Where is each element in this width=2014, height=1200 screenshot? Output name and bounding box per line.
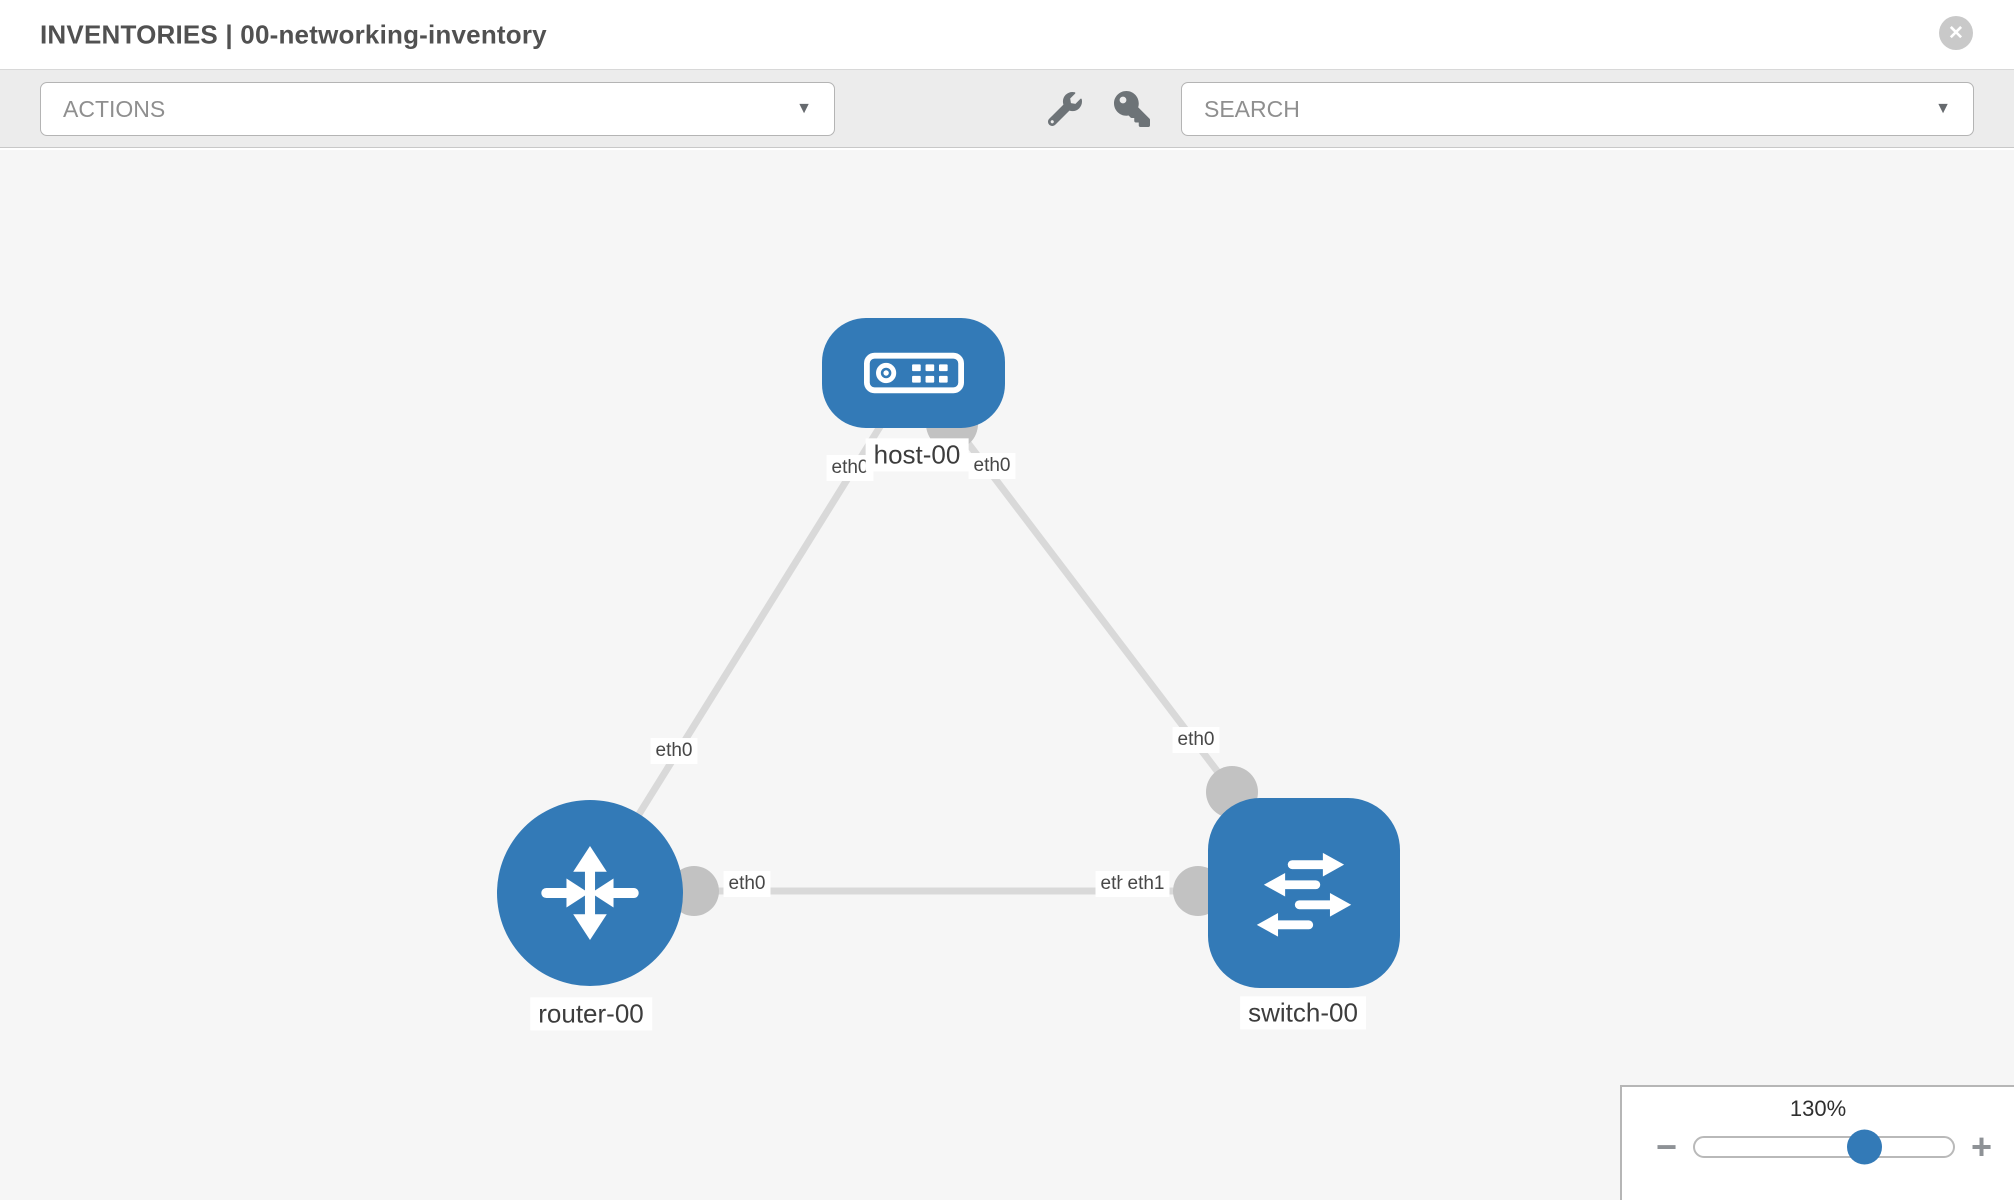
topology-edges: [587, 369, 1304, 916]
titlebar: INVENTORIES | 00-networking-inventory ✕: [0, 0, 2014, 70]
interface-label: eth1: [1122, 871, 1170, 897]
zoom-in-button[interactable]: +: [1971, 1126, 1993, 1167]
node-label: switch-00: [1240, 996, 1366, 1030]
search-dropdown[interactable]: SEARCH ▼: [1181, 82, 1974, 136]
node-switch-00[interactable]: [1208, 798, 1400, 988]
topology-canvas[interactable]: eth0 eth0 eth0 eth0 eth1 eth0 host-00 et…: [0, 150, 2014, 1200]
node-label: router-00: [530, 997, 652, 1031]
zoom-out-button[interactable]: −: [1656, 1126, 1678, 1167]
zoom-level: 130%: [1789, 1096, 1847, 1121]
zoom-slider-thumb[interactable]: [1847, 1129, 1883, 1165]
actions-dropdown-label: ACTIONS: [63, 95, 166, 122]
close-button[interactable]: ✕: [1939, 16, 1973, 50]
chevron-down-icon: ▼: [1935, 100, 1951, 117]
search-dropdown-label: SEARCH: [1204, 95, 1300, 122]
edge-host-switch: [911, 369, 1271, 841]
key-icon: [1114, 90, 1150, 127]
node-router-00[interactable]: [497, 800, 683, 986]
server-icon: [863, 352, 964, 394]
node-label: host-00: [865, 438, 969, 472]
interface-label: eth0: [650, 738, 698, 764]
interface-label: eth0: [968, 453, 1016, 479]
page-title: INVENTORIES | 00-networking-inventory: [40, 19, 547, 49]
key-button[interactable]: [1114, 90, 1150, 127]
switch-arrows-icon: [1256, 852, 1352, 937]
toolbar: ACTIONS ▼ SEARCH ▼: [0, 70, 2014, 148]
node-host-00[interactable]: [822, 318, 1005, 428]
wrench-button[interactable]: [1048, 91, 1082, 126]
interface-label: eth0: [723, 871, 771, 897]
zoom-slider-track[interactable]: [1693, 1129, 1956, 1165]
zoom-slider-row: − +: [1622, 1129, 2014, 1165]
wrench-icon: [1048, 91, 1082, 126]
chevron-down-icon: ▼: [796, 100, 812, 117]
actions-dropdown[interactable]: ACTIONS ▼: [40, 82, 835, 136]
zoom-widget: 130% − +: [1620, 1085, 2014, 1200]
interface-label: eth0: [1172, 727, 1220, 753]
router-arrows-icon: [541, 845, 639, 941]
close-icon: ✕: [1948, 22, 1964, 44]
